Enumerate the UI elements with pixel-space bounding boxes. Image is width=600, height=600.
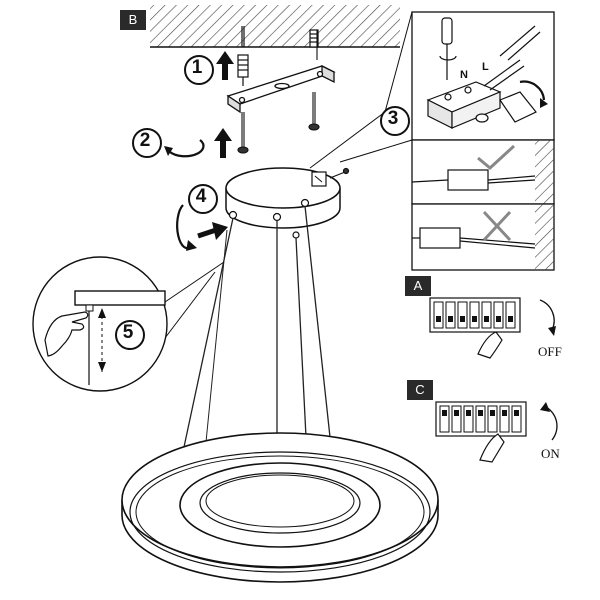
wiring-panel-correct — [411, 139, 555, 205]
breaker-panel-a — [429, 297, 556, 359]
step2-rotate-arrow — [164, 139, 205, 158]
screws — [237, 30, 320, 154]
step5-ring — [115, 320, 145, 350]
canopy-cable-grips — [228, 198, 310, 239]
on-caption: ON — [541, 446, 560, 461]
step5-detail — [32, 256, 225, 392]
step1-up-arrow — [216, 51, 234, 80]
step1-ring — [184, 55, 214, 85]
suspension-cables — [183, 205, 331, 448]
step3-leader-lines — [309, 11, 413, 169]
mounting-bracket — [226, 64, 336, 114]
step5-number: 5 — [122, 322, 134, 343]
breaker-panel-c — [435, 401, 558, 463]
step3-number: 3 — [387, 108, 399, 129]
step4-rotate-arrow — [176, 204, 197, 251]
off-caption: OFF — [538, 344, 562, 359]
panel-b-label: B — [120, 10, 146, 30]
step2-up-arrow — [214, 128, 232, 158]
ring-luminaire — [121, 432, 439, 583]
terminal-live-label: L — [482, 61, 489, 73]
canopy-screw — [329, 167, 350, 179]
panel-a-label: A — [405, 276, 431, 296]
step1-number: 1 — [191, 57, 203, 78]
wiring-panel-top: N L — [411, 11, 555, 141]
step3-ring — [380, 106, 410, 136]
canopy — [225, 167, 341, 229]
step4-number: 4 — [195, 186, 207, 207]
panel-c-label: C — [407, 380, 433, 400]
step4-ring — [188, 184, 218, 214]
ceiling — [150, 5, 400, 48]
step4-push-arrow — [197, 222, 228, 240]
wiring-panel-wrong — [411, 203, 555, 271]
terminal-neutral-label: N — [460, 69, 468, 81]
step2-ring — [132, 128, 162, 158]
dowel-plugs — [237, 54, 249, 86]
step2-number: 2 — [139, 130, 151, 151]
